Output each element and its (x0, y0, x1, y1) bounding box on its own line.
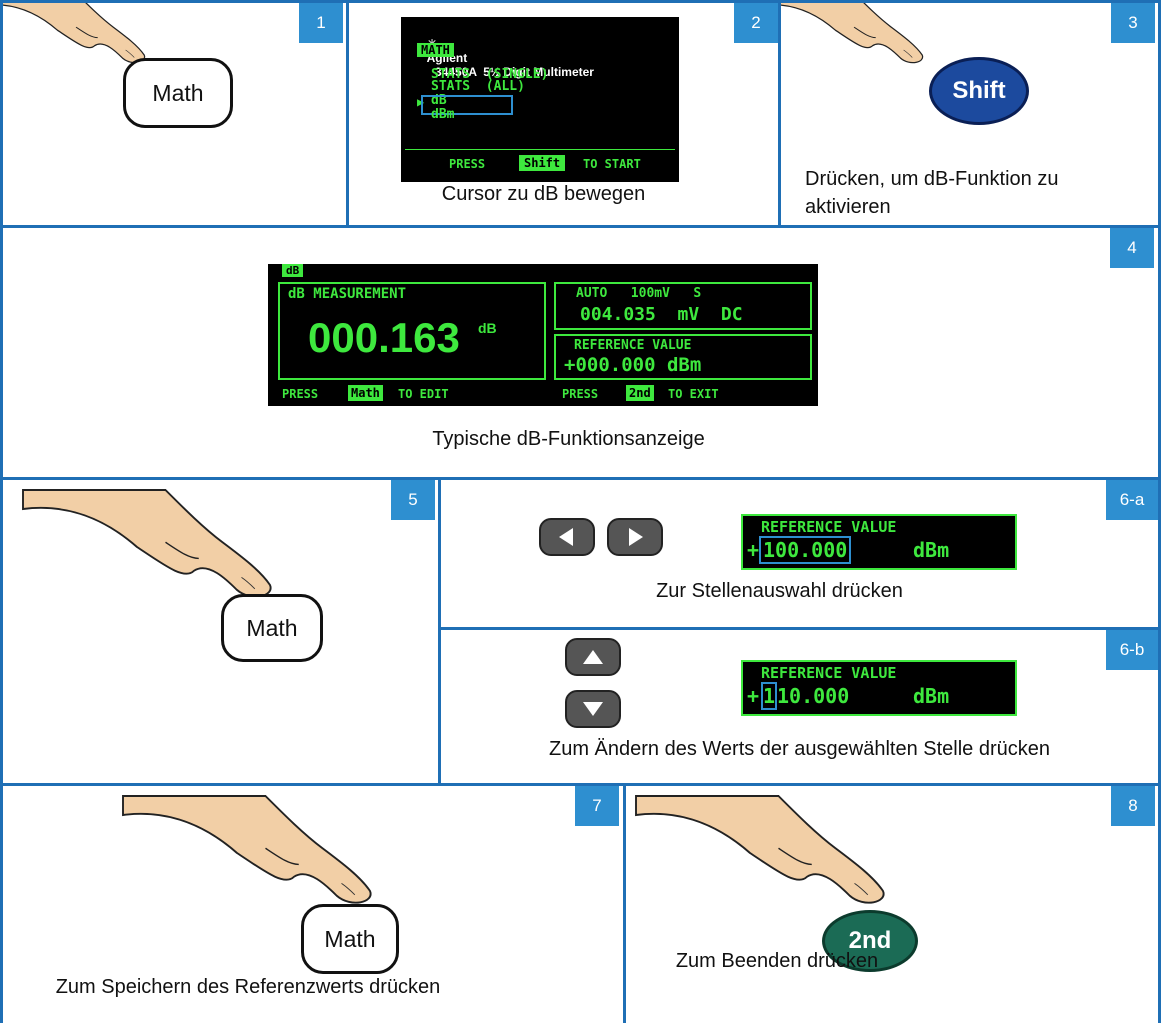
right-border (1158, 0, 1161, 1023)
menu-title: MATH (417, 43, 454, 57)
step-6b-panel: 6-b REFERENCE VALUE + 1 10.000 dBm Zum Ä… (441, 630, 1158, 783)
reference-label: REFERENCE VALUE (761, 518, 897, 536)
down-arrow-button[interactable] (565, 690, 621, 728)
math-button[interactable]: Math (301, 904, 399, 974)
multimeter-screen: ✳ Agilent 34450A 5½ Digit Multimeter MAT… (401, 17, 679, 182)
reference-label: REFERENCE VALUE (761, 664, 897, 682)
cursor-icon: ▶ (417, 95, 425, 109)
step-4-panel: 4 dB dB MEASUREMENT 000.163 dB AUTO 100m… (3, 228, 1158, 477)
mode-tag: dB (282, 264, 304, 277)
step-number: 4 (1110, 228, 1154, 268)
row-divider-2 (0, 477, 1161, 480)
left-arrow-button[interactable] (539, 518, 595, 556)
shift-button[interactable]: Shift (929, 57, 1029, 125)
col-divider-2 (778, 0, 781, 226)
step-number: 8 (1111, 786, 1155, 826)
menu-item[interactable]: STATS (ALL) (431, 79, 525, 94)
footer-end: TO START (583, 157, 641, 171)
step-number: 3 (1111, 3, 1155, 43)
step-2-panel: 2 ✳ Agilent 34450A 5½ Digit Multimeter M… (349, 3, 778, 225)
step-caption: Typische dB-Funktionsanzeige (432, 428, 705, 450)
reference-sign: + (747, 538, 760, 562)
step-caption: Drücken, um dB-Funktion zu aktivieren (805, 168, 1059, 218)
footer-press: PRESS (449, 157, 486, 171)
measurement-value: 000.163 (308, 314, 460, 361)
measurement-label: dB MEASUREMENT (288, 286, 407, 302)
row-divider-1 (0, 225, 1161, 228)
voltage-value: 004.035 mV DC (580, 304, 743, 325)
step-number: 6-b (1106, 630, 1158, 670)
footer-key: 2nd (626, 385, 654, 401)
reference-label: REFERENCE VALUE (574, 338, 692, 353)
step-8-panel: 8 2nd Zum Beenden drücken (626, 786, 1158, 1023)
range-box (554, 282, 812, 330)
step-number: 2 (734, 3, 778, 43)
step-caption: Zum Beenden drücken (675, 950, 879, 972)
step-caption: Cursor zu dB bewegen (441, 183, 646, 205)
step-caption: Zur Stellenauswahl drücken (656, 580, 903, 602)
step-number: 7 (575, 786, 619, 826)
left-border (0, 0, 3, 1023)
col-divider-4 (623, 783, 626, 1023)
row-divider-3 (0, 783, 1161, 786)
second-button[interactable]: 2nd (822, 910, 918, 972)
step-number: 6-a (1106, 480, 1158, 520)
top-border (0, 0, 1161, 3)
right-arrow-button[interactable] (607, 518, 663, 556)
reference-value: +000.000 dBm (564, 354, 702, 376)
footer-end: TO EDIT (398, 387, 449, 401)
step-number: 5 (391, 480, 435, 520)
menu-item-selected[interactable]: dB (431, 93, 447, 108)
col-divider-1 (346, 0, 349, 226)
reference-display: REFERENCE VALUE + 1 10.000 dBm (741, 660, 1017, 716)
math-button[interactable]: Math (123, 58, 233, 128)
step-7-panel: 7 Math Zum Speichern des Referenzwerts d… (3, 786, 623, 1023)
measurement-box (278, 282, 546, 380)
col-divider-3 (438, 477, 441, 784)
selection-highlight (421, 95, 513, 115)
footer-key: Math (348, 385, 383, 401)
reference-value-selected: 100.000 (758, 536, 852, 564)
step-caption: Zum Speichern des Referenzwerts drücken (55, 976, 441, 998)
math-button[interactable]: Math (221, 594, 323, 662)
step-number: 1 (299, 3, 343, 43)
reference-digit-selected: 1 (760, 682, 778, 710)
reference-sign: + (747, 684, 760, 708)
step-3-panel: 3 Shift Drücken, um dB-Funktion zu aktiv… (781, 3, 1158, 225)
footer-key: Shift (519, 155, 566, 171)
footer-press: PRESS (282, 387, 319, 401)
reference-value: 10.000 (777, 684, 850, 708)
multimeter-screen: dB dB MEASUREMENT 000.163 dB AUTO 100mV … (268, 264, 818, 406)
step-6a-panel: 6-a REFERENCE VALUE + 100.000 dBm Zur St… (441, 480, 1158, 627)
model-label: 34450A 5½ Digit Multimeter (435, 65, 594, 79)
menu-item[interactable]: dBm (431, 107, 455, 122)
reference-display: REFERENCE VALUE + 100.000 dBm (741, 514, 1017, 570)
footer-press: PRESS (562, 387, 599, 401)
reference-box (554, 334, 812, 380)
step-5-panel: 5 Math (3, 480, 438, 783)
row-divider-6 (438, 627, 1161, 630)
measurement-unit: dB (478, 320, 497, 336)
menu-item[interactable]: STATS (SINGLE) (431, 67, 549, 82)
step-caption: Zum Ändern des Werts der ausgewählten St… (548, 738, 1050, 760)
footer-end: TO EXIT (668, 387, 719, 401)
reference-unit: dBm (913, 684, 950, 708)
step-1-panel: 1 Math (3, 3, 346, 225)
range-line: AUTO 100mV S (576, 286, 702, 301)
up-arrow-button[interactable] (565, 638, 621, 676)
reference-unit: dBm (913, 538, 950, 562)
